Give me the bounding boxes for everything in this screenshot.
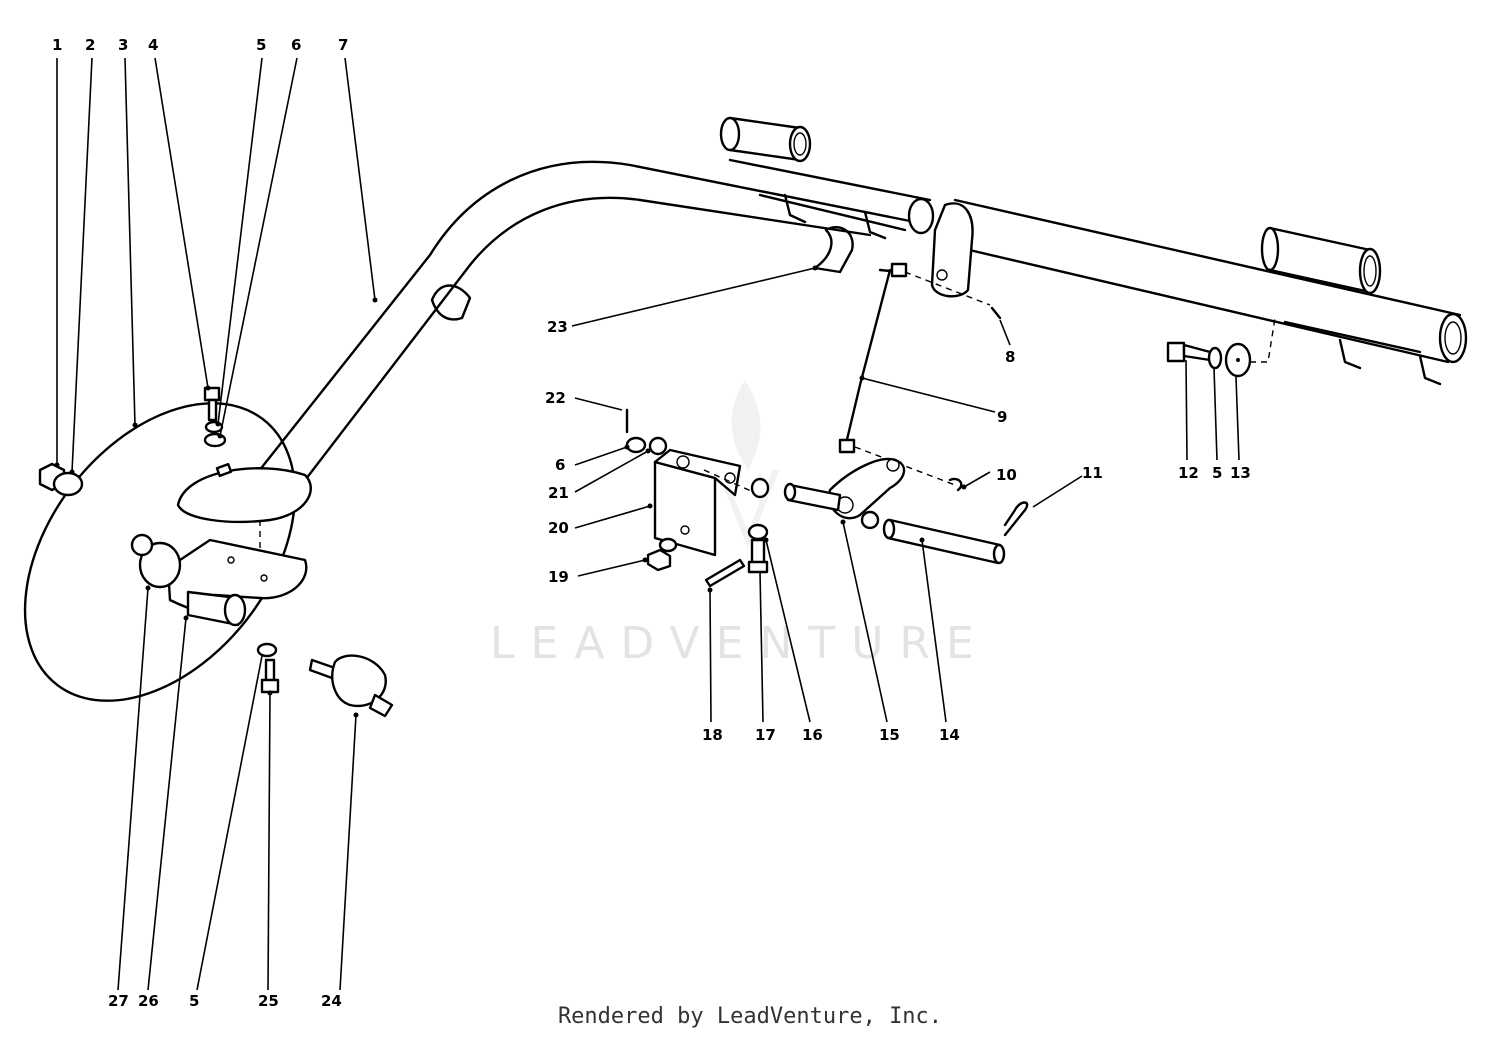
pin-27 bbox=[130, 533, 154, 557]
callout-5-bottom: 5 bbox=[189, 992, 199, 1010]
clip-10 bbox=[948, 477, 963, 492]
washer-16 bbox=[747, 523, 769, 541]
washer-16-spacer bbox=[750, 477, 770, 499]
callout-11: 11 bbox=[1082, 464, 1103, 482]
callout-24: 24 bbox=[321, 992, 342, 1010]
screw-8 bbox=[990, 306, 1002, 320]
watermark-logo-icon bbox=[717, 380, 779, 549]
callout-18: 18 bbox=[702, 726, 723, 744]
callout-15: 15 bbox=[879, 726, 900, 744]
callout-3: 3 bbox=[118, 36, 128, 54]
callout-20: 20 bbox=[548, 519, 569, 537]
callout-25: 25 bbox=[258, 992, 279, 1010]
bracket-26 bbox=[166, 538, 308, 627]
callout-1: 1 bbox=[52, 36, 62, 54]
callout-21: 21 bbox=[548, 484, 569, 502]
callout-26: 26 bbox=[138, 992, 159, 1010]
washer-27 bbox=[138, 541, 182, 589]
leader-dots bbox=[54, 265, 967, 718]
watermark-text: LEADVENTURE bbox=[490, 618, 990, 669]
washer-5c bbox=[256, 642, 278, 658]
washer-6 bbox=[625, 436, 647, 454]
callout-7: 7 bbox=[338, 36, 348, 54]
upper-pipe bbox=[719, 116, 935, 240]
spindle-24 bbox=[308, 654, 394, 718]
washer-2 bbox=[52, 471, 84, 497]
bolt-4 bbox=[203, 386, 221, 422]
bolt-set-12 bbox=[1166, 341, 1252, 378]
callout-5-top: 5 bbox=[256, 36, 266, 54]
callout-6-mid: 6 bbox=[555, 456, 565, 474]
rod-dash-line-lower bbox=[854, 446, 956, 486]
right-pipe bbox=[930, 198, 1468, 386]
clip-23 bbox=[813, 226, 854, 274]
callout-13: 13 bbox=[1230, 464, 1251, 482]
callout-8: 8 bbox=[1005, 348, 1015, 366]
bolt-set-dash-line bbox=[1250, 317, 1276, 363]
callout-12: 12 bbox=[1178, 464, 1199, 482]
callout-22: 22 bbox=[545, 389, 566, 407]
washer-21 bbox=[648, 436, 668, 456]
bolt-18 bbox=[704, 558, 746, 588]
callout-17: 17 bbox=[755, 726, 776, 744]
callout-2: 2 bbox=[85, 36, 95, 54]
callout-4: 4 bbox=[148, 36, 158, 54]
bracket-20 bbox=[653, 448, 742, 557]
hairpin-11 bbox=[1003, 501, 1029, 537]
nut-19 bbox=[646, 537, 678, 572]
callout-6-top: 6 bbox=[291, 36, 301, 54]
bolt-17 bbox=[747, 538, 769, 574]
callout-10: 10 bbox=[996, 466, 1017, 484]
callout-14: 14 bbox=[939, 726, 960, 744]
leader-lines bbox=[56, 57, 1240, 991]
rod-link-9 bbox=[838, 262, 908, 454]
callout-16: 16 bbox=[802, 726, 823, 744]
callout-23: 23 bbox=[547, 318, 568, 336]
credit-footer: Rendered by LeadVenture, Inc. bbox=[557, 1004, 943, 1029]
callout-9: 9 bbox=[997, 408, 1007, 426]
lever-15 bbox=[783, 457, 906, 530]
pin-shaft-14 bbox=[882, 518, 1006, 565]
rod-dash-line bbox=[904, 271, 991, 306]
callout-5-right: 5 bbox=[1212, 464, 1222, 482]
callout-19: 19 bbox=[548, 568, 569, 586]
bolt-25 bbox=[260, 658, 280, 694]
callout-27: 27 bbox=[108, 992, 129, 1010]
plate-upper bbox=[176, 462, 312, 524]
